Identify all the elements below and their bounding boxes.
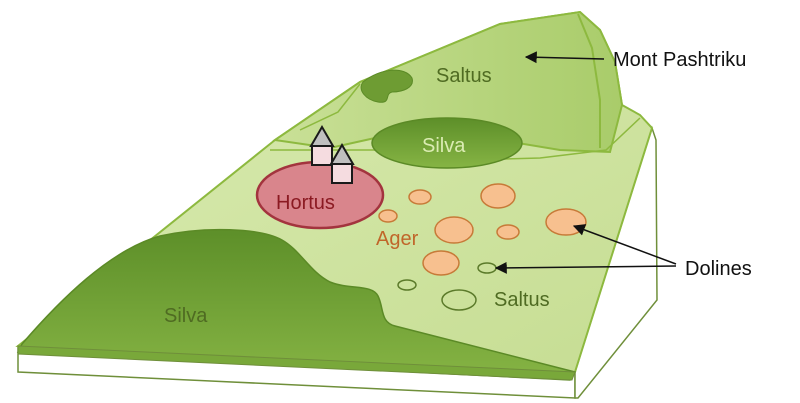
label-silva-bottom: Silva — [164, 305, 208, 327]
label-ager: Ager — [376, 228, 419, 250]
doline — [435, 217, 473, 243]
doline — [379, 210, 397, 222]
callout-mont-pashtriku: Mont Pashtriku — [613, 49, 746, 71]
doline — [409, 190, 431, 204]
label-hortus: Hortus — [276, 192, 335, 214]
label-saltus-bottom: Saltus — [494, 289, 550, 311]
label-saltus-top: Saltus — [436, 65, 492, 87]
label-silva-top: Silva — [422, 135, 466, 157]
doline — [481, 184, 515, 208]
doline — [546, 209, 586, 235]
callout-dolines: Dolines — [685, 258, 752, 280]
doline — [497, 225, 519, 239]
doline — [423, 251, 459, 275]
